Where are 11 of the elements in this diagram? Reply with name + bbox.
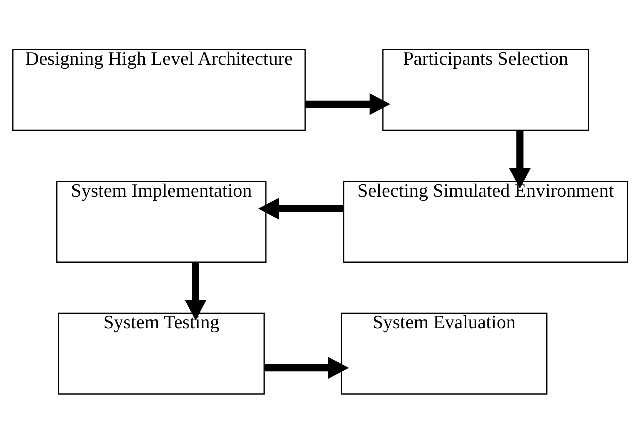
node-box: System Evaluation — [340, 312, 548, 395]
node-box: System Testing — [58, 312, 265, 395]
node-box: System Implementation — [56, 181, 267, 263]
arrow — [305, 94, 391, 116]
arrow — [509, 130, 532, 189]
arrow — [264, 357, 350, 379]
arrow — [184, 262, 207, 321]
arrow — [258, 198, 344, 220]
node-box: Participants Selection — [382, 49, 590, 132]
node-box: Selecting Simulated Environment — [343, 181, 628, 263]
node-box: Designing High Level Architecture — [12, 49, 306, 132]
